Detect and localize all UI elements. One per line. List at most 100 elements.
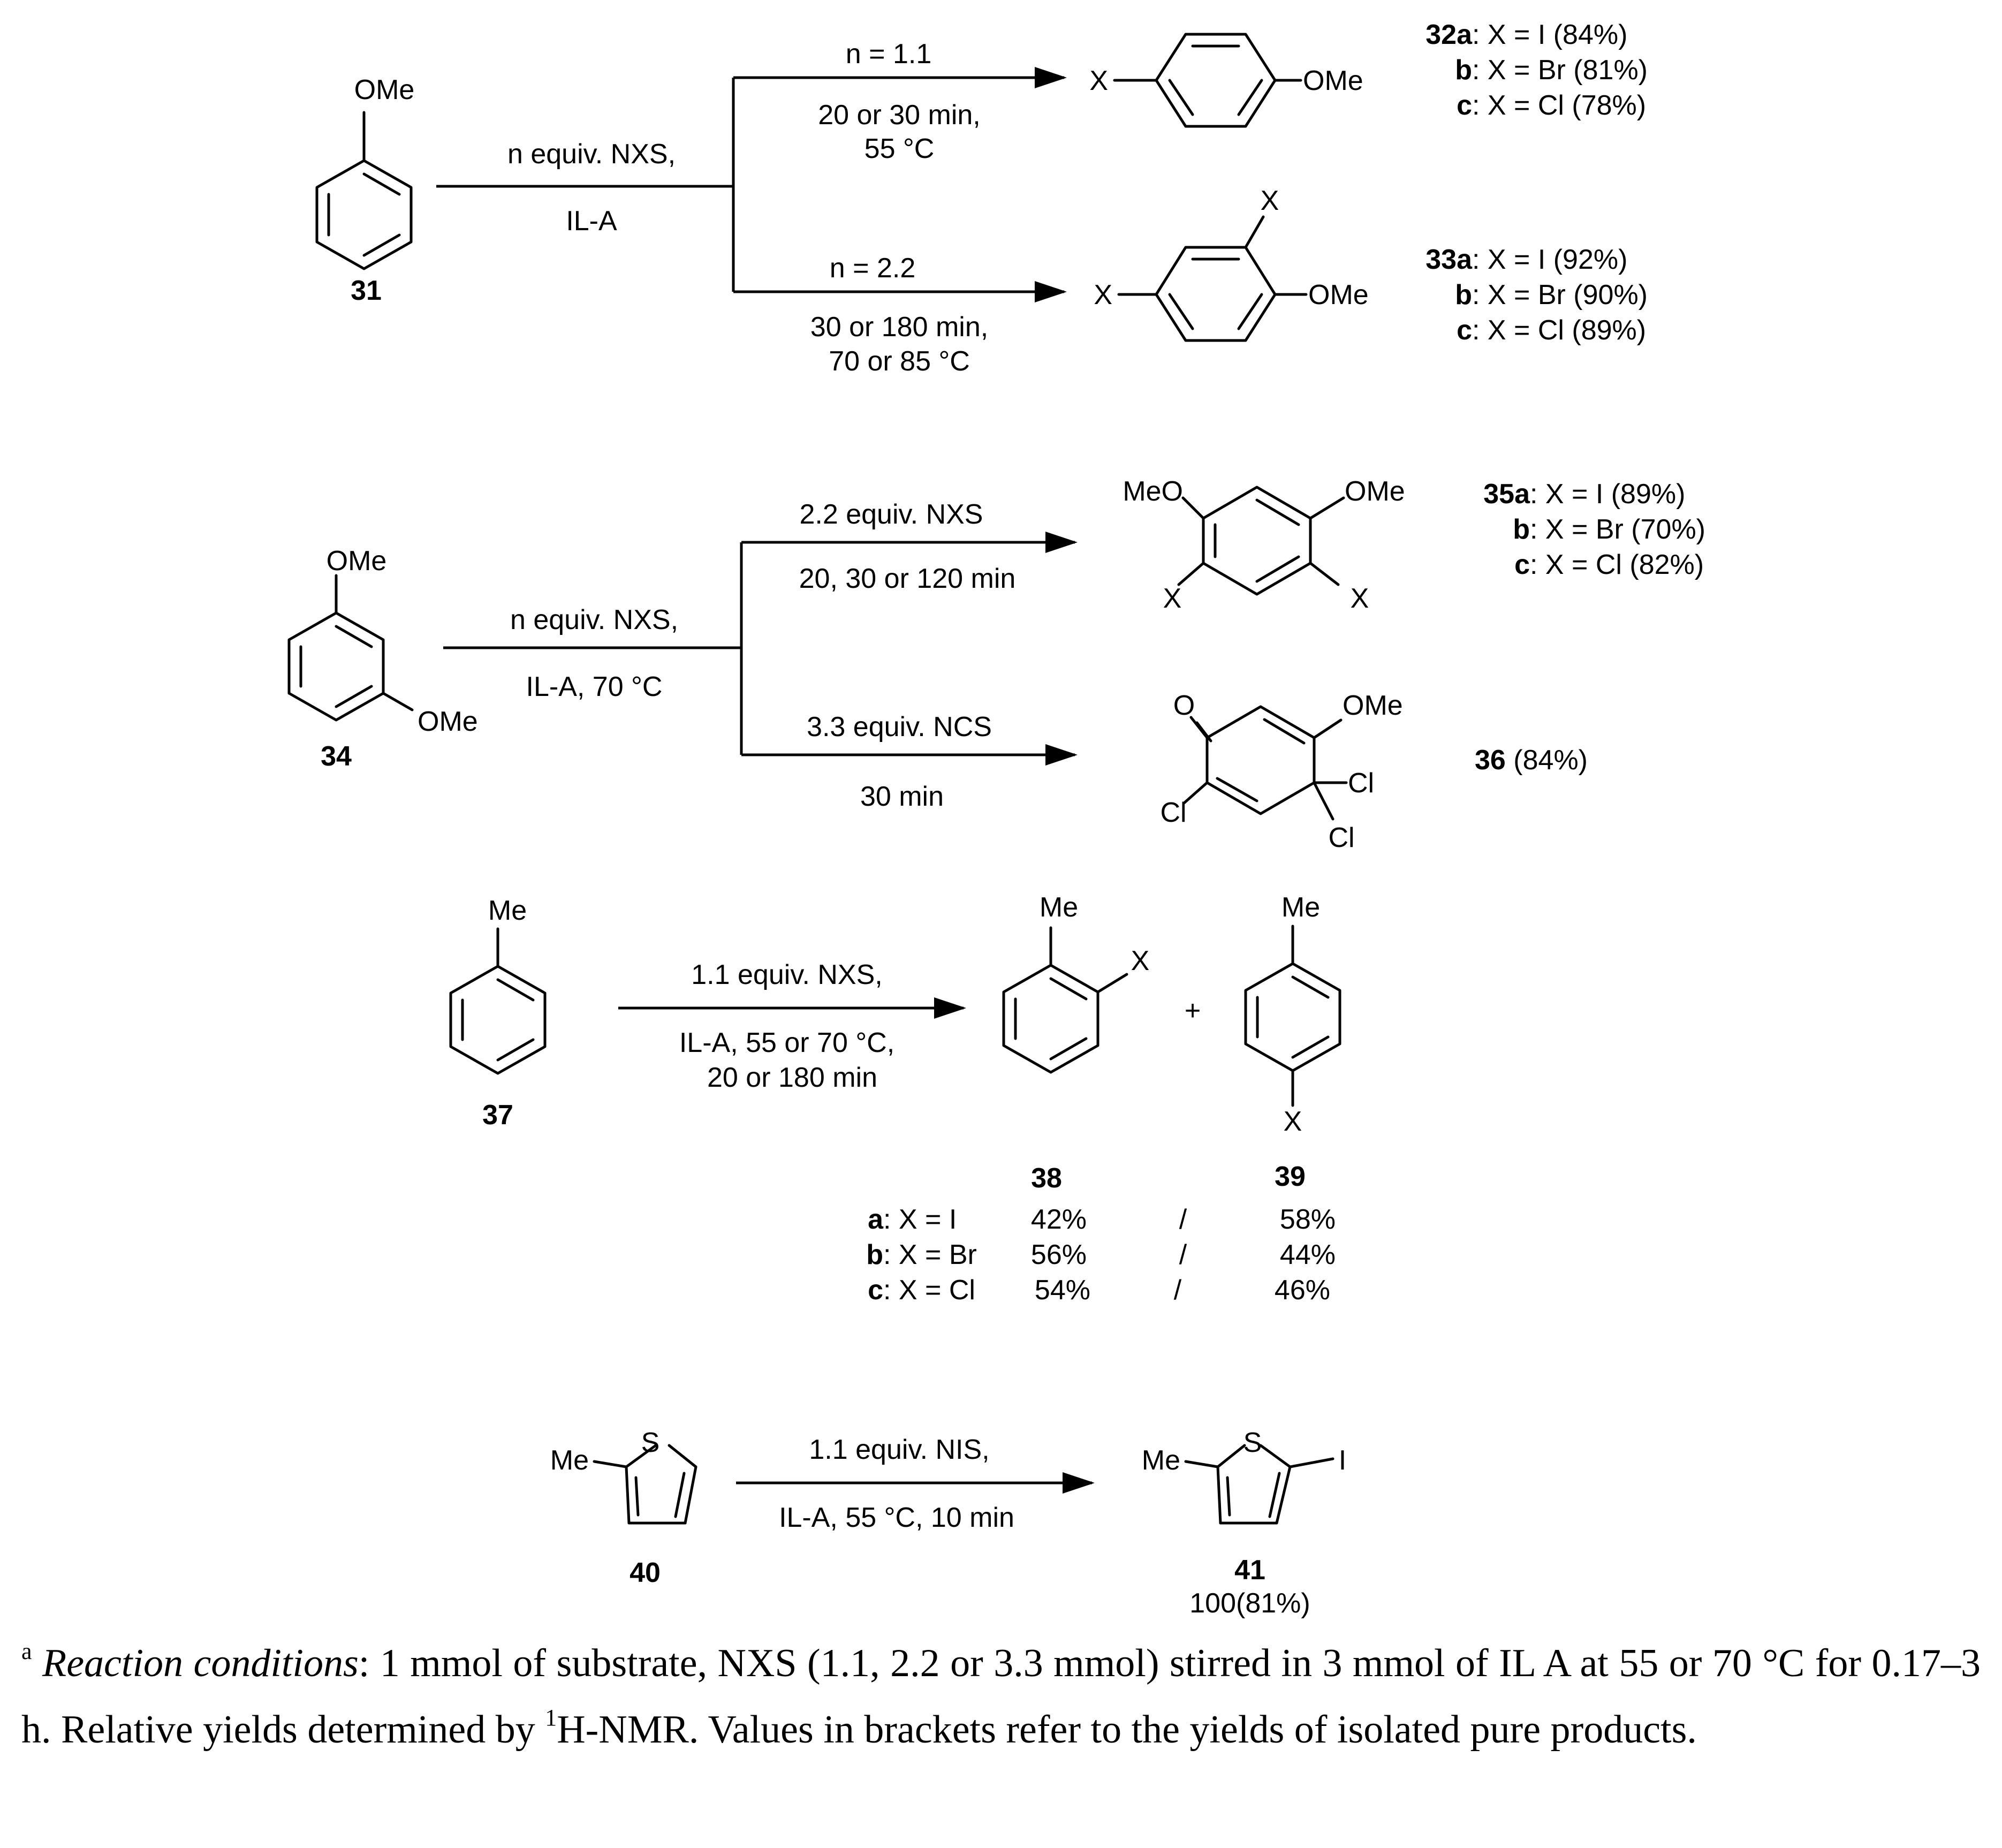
toluene-structure <box>449 927 547 1075</box>
product-36-yield: 36 (84%) <box>1475 745 1588 776</box>
substrate-34-ome-top: OMe <box>327 546 387 577</box>
reagent-line1: 1.1 equiv. NXS, <box>691 959 882 990</box>
yield-list-33: 33a : X = I (92%) b : X = Br (90%) c : X… <box>1425 244 1648 346</box>
compound-number-41: 41 <box>1234 1555 1265 1586</box>
product-36-cl-right-label: Cl <box>1348 768 1374 799</box>
para-ratio: 44% <box>1280 1239 1336 1270</box>
product-41-s-label: S <box>1243 1427 1262 1458</box>
compound-number-34: 34 <box>321 741 352 772</box>
dimethoxybenzene-structure <box>287 574 414 722</box>
svg-text:c: c <box>1457 90 1472 121</box>
ratio-separator: / <box>1179 1204 1187 1235</box>
row-text: : X = Cl <box>883 1275 975 1306</box>
row-label: a <box>868 1204 884 1235</box>
reagent-line1: n equiv. NXS, <box>510 604 678 635</box>
reagent-line3: 20 or 180 min <box>707 1062 877 1093</box>
product-35-ome-label: OMe <box>1345 476 1405 507</box>
product-36-cl-left-label: Cl <box>1160 797 1186 828</box>
plus-sign: + <box>1185 995 1201 1026</box>
row-text: : X = I <box>883 1204 957 1235</box>
product-38-structure <box>1002 926 1128 1074</box>
scheme3: Me 37 1.1 equiv. NXS, IL-A, 55 or 70 °C,… <box>449 892 1341 1306</box>
product-36-structure <box>1182 705 1348 821</box>
product-39-structure <box>1244 925 1341 1107</box>
svg-text:c: c <box>1457 315 1472 346</box>
ortho-ratio: 54% <box>1035 1275 1090 1306</box>
ratio-table: a : X = I 42% / 58% b : X = Br 56% / 44%… <box>866 1204 1336 1306</box>
yield-text: : X = I (89%) <box>1530 479 1685 510</box>
substrate-34-ome-bottom: OMe <box>418 706 478 737</box>
yield-text: : X = Br (81%) <box>1472 55 1648 86</box>
yield-label: b <box>1513 514 1530 545</box>
row-text: : X = Br <box>883 1239 977 1270</box>
svg-text:b: b <box>1513 514 1530 545</box>
product-41-me-label: Me <box>1142 1445 1180 1476</box>
yield-text: : X = Br (70%) <box>1530 514 1705 545</box>
yield-text: : X = I (84%) <box>1472 19 1627 50</box>
table-row: c : X = Cl 54% / 46% <box>868 1275 1330 1306</box>
para-ratio: 58% <box>1280 1204 1336 1235</box>
para-ratio: 46% <box>1275 1275 1330 1306</box>
anisole-structure <box>315 111 413 270</box>
product-41-i-label: I <box>1339 1445 1346 1476</box>
yield-label: b <box>1455 55 1472 86</box>
reagent-line2: IL-A, 70 °C <box>526 671 663 702</box>
toluene-me-label: Me <box>488 895 527 926</box>
yield-text: : X = I (92%) <box>1472 244 1627 275</box>
reagent-line2: IL-A, 55 °C, 10 min <box>779 1502 1014 1533</box>
product-39-x-label: X <box>1284 1106 1302 1137</box>
product-36-oxo-label: O <box>1173 690 1195 721</box>
yield-label: 33a <box>1425 244 1473 275</box>
methylthiophene-structure <box>593 1444 697 1525</box>
condition-top-1: n = 1.1 <box>846 39 931 70</box>
table-row: b : X = Br 56% / 44% <box>866 1239 1336 1270</box>
product-32-structure <box>1113 33 1302 128</box>
footnote-marker: a <box>21 1638 32 1664</box>
yield-list-35: 35a : X = I (89%) b : X = Br (70%) c : X… <box>1483 479 1705 580</box>
footnote-text-part2: H-NMR. Values in brackets refer to the y… <box>557 1708 1697 1752</box>
yield-label: c <box>1457 315 1472 346</box>
scheme4: S Me 40 1.1 equiv. NIS, IL-A, 55 °C, 10 … <box>550 1427 1346 1619</box>
yield-list-32: 32a : X = I (84%) b : X = Br (81%) c : X… <box>1425 19 1648 121</box>
reagent-line2: IL-A <box>566 206 617 237</box>
yield-text: : X = Br (90%) <box>1472 279 1648 310</box>
product-35-structure <box>1177 486 1345 596</box>
row-label: c <box>868 1275 883 1306</box>
condition-top-2: 20, 30 or 120 min <box>799 563 1016 594</box>
yield-label: c <box>1514 549 1530 580</box>
ratio-separator: / <box>1174 1275 1182 1306</box>
yield-label: 32a <box>1425 19 1473 50</box>
product-39-me-label: Me <box>1281 892 1320 923</box>
row-label: b <box>866 1239 883 1270</box>
condition-bottom-3: 70 or 85 °C <box>829 346 970 377</box>
yield-text: : X = Cl (82%) <box>1530 549 1704 580</box>
yield-text: : X = Cl (89%) <box>1472 315 1646 346</box>
product-33-x-left-label: X <box>1094 279 1112 310</box>
svg-text:c: c <box>1514 549 1530 580</box>
yield-label: c <box>1457 90 1472 121</box>
table-row: a : X = I 42% / 58% <box>868 1204 1336 1235</box>
ratio-separator: / <box>1179 1239 1187 1270</box>
footnote-superscript: 1 <box>545 1705 557 1731</box>
compound-number-31: 31 <box>351 275 382 306</box>
condition-bottom-2: 30 min <box>860 781 944 812</box>
svg-text:b: b <box>1455 279 1472 310</box>
product-33-structure <box>1117 215 1308 342</box>
ortho-ratio: 56% <box>1031 1239 1087 1270</box>
product-41-yield: 100(81%) <box>1189 1588 1310 1619</box>
condition-bottom-1: 3.3 equiv. NCS <box>807 711 992 743</box>
anisole-ome-label: OMe <box>354 74 415 105</box>
svg-text:35a: 35a <box>1483 479 1530 510</box>
yield-label: b <box>1455 279 1472 310</box>
yield-text: : X = Cl (78%) <box>1472 90 1646 121</box>
product-36-cl-bottom-label: Cl <box>1328 822 1354 853</box>
thiophene-me-label: Me <box>550 1445 589 1476</box>
compound-number-37: 37 <box>482 1100 513 1131</box>
condition-top-1: 2.2 equiv. NXS <box>799 499 983 530</box>
product-38-x-label: X <box>1131 945 1150 976</box>
footnote-italic: Reaction conditions <box>42 1641 359 1685</box>
thiophene-s-label: S <box>641 1427 660 1458</box>
compound-number-36: 36 <box>1475 745 1506 776</box>
product-36-ome-label: OMe <box>1343 690 1403 721</box>
reagent-line1: n equiv. NXS, <box>507 139 676 170</box>
